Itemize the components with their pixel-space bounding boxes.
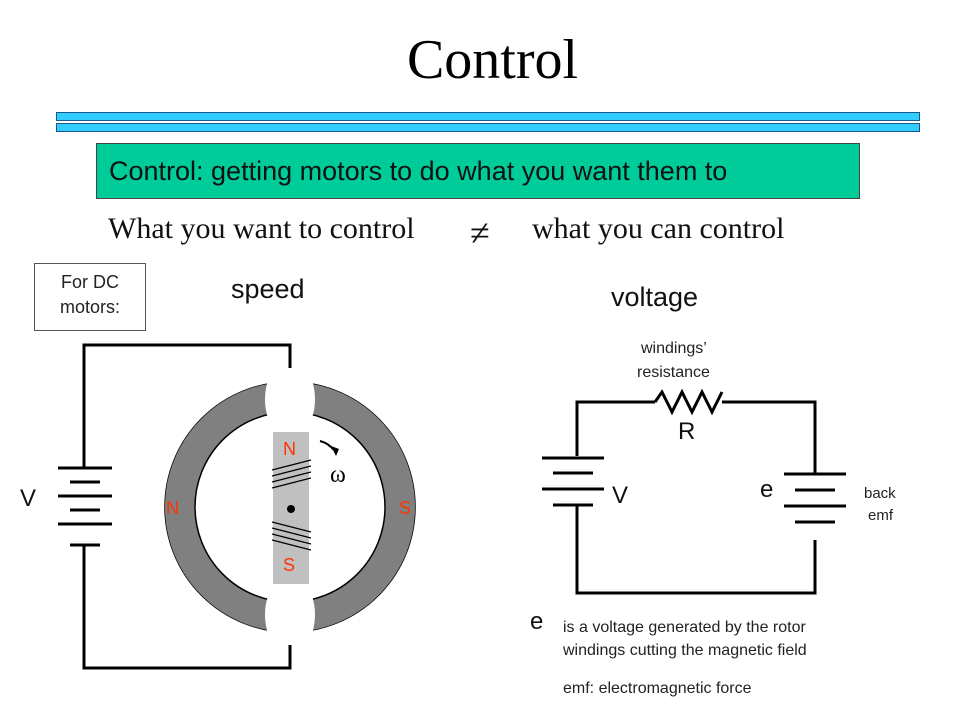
- definition-banner: Control: getting motors to do what you w…: [96, 143, 860, 199]
- motor-battery-icon: [58, 466, 112, 547]
- dc-motors-note: For DC motors:: [34, 263, 146, 331]
- circuit-wire-top-left: [575, 400, 655, 456]
- page-title: Control: [406, 29, 579, 91]
- comparison-right: what you can control: [532, 212, 785, 245]
- banner-text: Control: getting motors to do what you w…: [109, 156, 728, 186]
- resistance-label-line-2: resistance: [637, 364, 710, 381]
- brush-gap-top: [265, 380, 315, 418]
- explanation-line-1: is a voltage generated by the rotor: [563, 619, 806, 636]
- rotor-pole-bottom: S: [283, 555, 296, 575]
- motor-voltage-label: V: [20, 485, 37, 512]
- back-emf-line-1: back: [864, 485, 896, 502]
- source-voltage-label: V: [612, 482, 629, 509]
- source-battery-icon: [542, 456, 604, 507]
- emf-symbol: e: [760, 476, 774, 503]
- rotor-pole-top: N: [283, 439, 296, 459]
- rotation-arrowhead-icon: [331, 446, 339, 456]
- not-equal-symbol: ≠: [470, 213, 490, 253]
- comparison-left: What you want to control: [108, 212, 415, 245]
- explanation-line-2: windings cutting the magnetic field: [563, 642, 807, 659]
- motor-wire-top: [82, 343, 292, 468]
- circuit-wire-bottom: [575, 505, 817, 595]
- rotor-windings-bottom: [271, 521, 312, 551]
- accent-bar-bottom: [56, 123, 920, 132]
- speed-label: speed: [231, 274, 305, 304]
- explanation-symbol: e: [530, 608, 544, 635]
- stator-pole-left: N: [166, 498, 179, 518]
- resistor-label: R: [678, 418, 696, 445]
- brush-gap-bottom: [265, 596, 315, 634]
- back-emf-line-2: emf: [868, 507, 894, 524]
- voltage-heading: voltage: [611, 282, 699, 312]
- rotor-axle: [287, 505, 295, 513]
- stator-pole-right: S: [399, 498, 412, 518]
- resistor-icon: [653, 388, 724, 416]
- rotor-windings-top: [271, 459, 312, 489]
- back-emf-battery-icon: [784, 472, 846, 524]
- omega-symbol: ω: [330, 462, 346, 488]
- accent-bar-top: [56, 112, 920, 121]
- explanation-line-3: emf: electromagnetic force: [563, 680, 752, 697]
- note-line-2: motors:: [59, 297, 120, 317]
- motor-wire-bottom: [82, 545, 292, 670]
- resistance-label-line-1: windings’: [641, 340, 707, 357]
- circuit-wire-top-right: [722, 400, 817, 474]
- note-line-1: For DC: [61, 272, 119, 292]
